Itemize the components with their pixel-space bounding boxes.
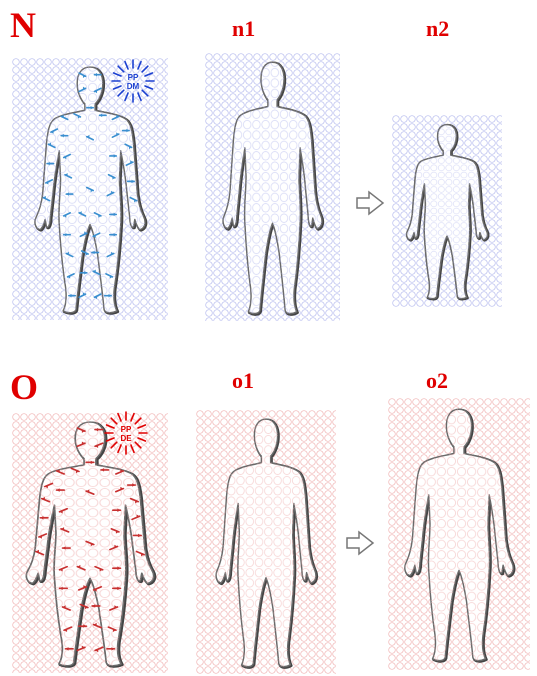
transition-arrow-o [345,530,375,561]
badge-ray [138,93,141,100]
badge-ray [107,438,114,441]
o1-label: o1 [232,368,254,394]
sunburst-badge-icon: PP DM [110,58,156,104]
badge-o-line2: DE [120,434,132,443]
panel-n1 [205,53,340,321]
badge-ray [138,438,145,441]
human-figure-o1 [196,410,336,674]
badge-n: PP DM [110,58,156,109]
badge-o: PP DE [103,410,149,461]
badge-ray [145,86,152,89]
badge-ray [111,442,117,448]
human-figure-n2 [392,115,502,307]
badge-ray [135,442,141,448]
badge-ray [118,90,124,96]
badge-ray [118,445,121,452]
badge-ray [107,425,114,428]
badge-ray [118,414,121,421]
badge-ray [142,90,148,96]
o2-label: o2 [426,368,448,394]
panel-n2 [392,115,502,307]
badge-ray [111,418,117,424]
badge-ray [138,62,141,69]
badge-ray [142,66,148,72]
badge-n-line1: PP [128,73,139,82]
panel-o1 [196,410,336,674]
n1-label: n1 [232,16,255,42]
badge-ray [125,93,128,100]
badge-ray [138,425,145,428]
badge-o-line1: PP [121,425,132,434]
badge-ray [125,62,128,69]
badge-ray [118,66,124,72]
transition-arrow-n [355,190,385,221]
row-n-label: N [10,4,36,46]
badge-ray [114,86,121,89]
panel-o2 [388,398,530,670]
badge-ray [131,414,134,421]
human-figure-n1 [205,53,340,321]
badge-n-line2: DM [127,82,140,91]
n2-label: n2 [426,16,449,42]
badge-ray [114,73,121,76]
right-arrow-outline-icon [345,530,375,556]
badge-ray [145,73,152,76]
right-arrow-outline-icon [355,190,385,216]
badge-ray [135,418,141,424]
sunburst-badge-icon: PP DE [103,410,149,456]
row-o-label: O [10,366,38,408]
badge-ray [131,445,134,452]
human-figure-o2 [388,398,530,670]
